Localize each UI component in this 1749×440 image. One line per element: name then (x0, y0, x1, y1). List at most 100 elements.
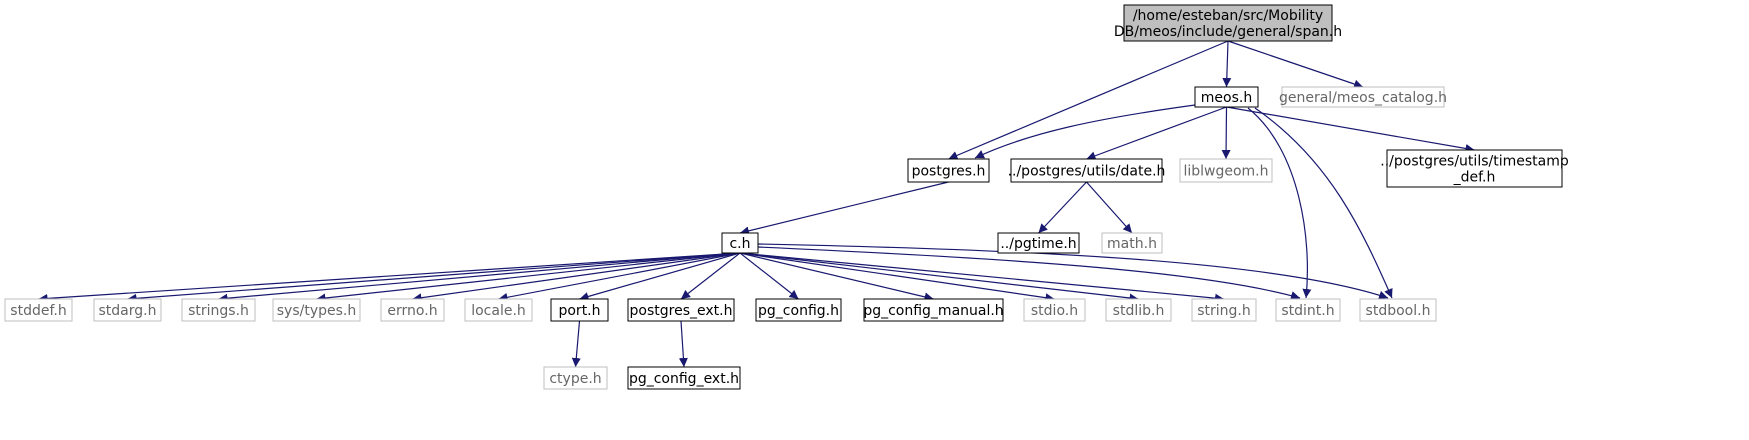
node-label: stdlib.h (1113, 303, 1165, 319)
node-pg-config[interactable]: pg_config.h (755, 298, 842, 322)
node-box (997, 232, 1080, 254)
edge-c-to-stdbool (757, 243, 1389, 300)
node-box (1386, 149, 1563, 188)
node-box (863, 298, 1004, 322)
node-box (93, 298, 162, 322)
edge-c-to-stddef (38, 252, 741, 303)
node-label: ../postgres/utils/timestamp (1380, 154, 1569, 170)
node-label: port.h (558, 303, 600, 319)
node-box (627, 366, 741, 390)
node-box (1010, 158, 1163, 183)
node-strings: strings.h (181, 298, 256, 322)
node-label: math.h (1107, 236, 1157, 252)
node-pg-config-ext[interactable]: pg_config_ext.h (627, 366, 741, 390)
node-label: meos.h (1201, 90, 1252, 106)
edge-meos-to-timestamp_def (1226, 106, 1475, 153)
edge-c-to-errno (412, 252, 741, 303)
node-box (755, 298, 842, 322)
node-box (1101, 232, 1163, 254)
node-box (1194, 86, 1259, 108)
node-postgres-ext[interactable]: postgres_ext.h (627, 298, 735, 322)
node-pg-config-manual[interactable]: pg_config_manual.h (863, 298, 1004, 322)
node-label: sys/types.h (277, 303, 356, 319)
node-label: strings.h (188, 303, 249, 319)
node-label: general/meos_catalog.h (1279, 90, 1447, 106)
edges-layer (38, 40, 1475, 368)
edge-c-to-locale (498, 252, 741, 302)
node-label: locale.h (471, 303, 526, 319)
nodes-layer: /home/esteban/src/MobilityDB/meos/includ… (4, 4, 1569, 390)
node-ctype: ctype.h (543, 366, 608, 390)
edge-c-to-stdint (757, 246, 1301, 300)
node-postgres[interactable]: postgres.h (907, 158, 990, 183)
edge-c-to-stdio (739, 252, 1055, 303)
node-pgtime[interactable]: ../pgtime.h (997, 232, 1080, 254)
node-box (1105, 298, 1172, 322)
node-label: pg_config.h (758, 303, 839, 319)
node-date[interactable]: ../postgres/utils/date.h (1008, 158, 1166, 183)
node-errno: errno.h (380, 298, 445, 322)
edge-date-to-math (1086, 181, 1133, 234)
node-box (627, 298, 735, 322)
node-timestamp-def[interactable]: ../postgres/utils/timestamp_def.h (1380, 149, 1569, 188)
edge-meos-to-postgres (974, 104, 1196, 159)
node-stdio: stdio.h (1023, 298, 1086, 322)
edge-meos-to-stdint (1247, 107, 1312, 299)
edge-meos-to-stdbool (1254, 107, 1393, 299)
node-label: liblwgeom.h (1183, 164, 1268, 180)
edge-c-to-systypes (316, 252, 741, 303)
edge-postgres-to-c (739, 181, 949, 236)
node-span[interactable]: /home/esteban/src/MobilityDB/meos/includ… (1114, 4, 1342, 42)
node-box (1123, 4, 1333, 42)
node-liblwgeom: liblwgeom.h (1179, 158, 1273, 183)
node-label: postgres_ext.h (630, 303, 733, 319)
node-box (380, 298, 445, 322)
edge-c-to-port (579, 252, 741, 301)
node-label: errno.h (387, 303, 437, 319)
node-label: string.h (1197, 303, 1251, 319)
node-meos[interactable]: meos.h (1194, 86, 1259, 108)
node-box (721, 232, 759, 254)
edge-c-to-strings (218, 252, 741, 303)
node-c[interactable]: c.h (721, 232, 759, 254)
edge-c-to-pg_config_manual (739, 252, 934, 302)
edge-span-to-meos_catalog (1227, 40, 1364, 89)
node-stdlib: stdlib.h (1105, 298, 1172, 322)
node-label: ctype.h (549, 371, 601, 387)
node-string: string.h (1191, 298, 1257, 322)
node-math: math.h (1101, 232, 1163, 254)
node-label: stdarg.h (99, 303, 157, 319)
node-label: stdint.h (1281, 303, 1334, 319)
node-stdarg: stdarg.h (93, 298, 162, 322)
edge-span-to-meos (1222, 40, 1232, 88)
node-box (1275, 298, 1341, 322)
node-box (1023, 298, 1086, 322)
node-box (1281, 86, 1445, 108)
node-box (181, 298, 256, 322)
node-box (4, 298, 73, 322)
node-label: stddef.h (10, 303, 66, 319)
node-label: pg_config_ext.h (629, 371, 739, 387)
node-label: _def.h (1453, 170, 1496, 186)
node-box (1359, 298, 1437, 322)
node-box (272, 298, 361, 322)
node-systypes: sys/types.h (272, 298, 361, 322)
node-label: DB/meos/include/general/span.h (1114, 24, 1342, 40)
node-box (464, 298, 533, 322)
node-box (550, 298, 609, 322)
edge-span-to-postgres (948, 40, 1229, 160)
node-label: ../pgtime.h (1000, 236, 1076, 252)
edge-meos-to-date (1086, 106, 1227, 161)
node-box (907, 158, 990, 183)
node-stddef: stddef.h (4, 298, 73, 322)
node-meos-catalog: general/meos_catalog.h (1279, 86, 1447, 108)
node-label: stdbool.h (1366, 303, 1431, 319)
edge-meos-to-liblwgeom (1221, 106, 1231, 160)
node-port[interactable]: port.h (550, 298, 609, 322)
node-stdint: stdint.h (1275, 298, 1341, 322)
edge-date-to-pgtime (1038, 181, 1087, 234)
node-stdbool: stdbool.h (1359, 298, 1437, 322)
node-locale: locale.h (464, 298, 533, 322)
node-label: /home/esteban/src/Mobility (1133, 8, 1323, 24)
